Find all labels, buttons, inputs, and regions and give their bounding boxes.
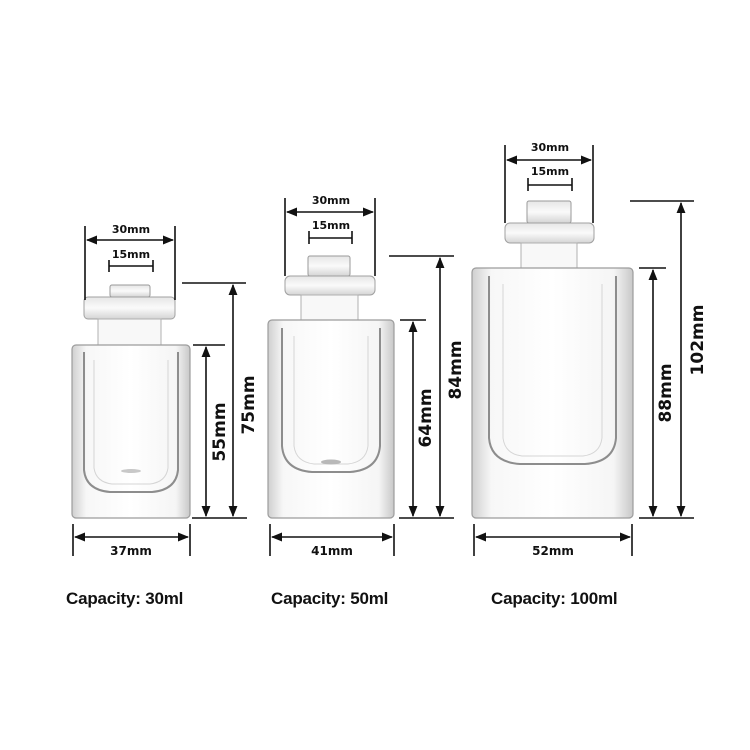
bottle-50ml-neck-diameter: 15mm [312,219,350,232]
bottle-30ml-total-height: 75mm [239,375,259,434]
bottle-100ml-cap-diameter: 30mm [531,141,569,154]
bottle-100ml-glass [471,200,634,519]
bottle-100ml-body-height: 88mm [656,363,676,422]
bottle-100ml-dimensions: 30mm 15mm 88mm 102mm 52mm [473,141,708,558]
bottle-50ml-dimensions: 30mm 15mm 64mm 84mm 41mm [269,194,466,558]
bottle-50ml: 30mm 15mm 64mm 84mm 41mm [267,194,466,558]
bottle-100ml: 30mm 15mm 88mm 102mm 52mm [471,141,708,558]
bottle-50ml-body-height: 64mm [416,388,436,447]
bottle-30ml-body-height: 55mm [210,402,230,461]
bottle-50ml-cap-diameter: 30mm [312,194,350,207]
capacity-label-30ml: Capacity: 30ml [66,589,184,608]
bottle-30ml-body-width: 37mm [110,544,152,558]
bottle-100ml-body-width: 52mm [532,544,574,558]
capacity-label-100ml: Capacity: 100ml [491,589,618,608]
bottle-100ml-neck-diameter: 15mm [531,165,569,178]
bottle-30ml-dimensions: 30mm 15mm 55mm 75mm 37mm [72,223,259,558]
bottle-30ml-neck-diameter: 15mm [112,248,150,261]
bottle-50ml-glass [267,255,395,519]
bottle-30ml-glass [71,284,191,519]
bottle-100ml-total-height: 102mm [688,305,708,376]
bottle-50ml-body-width: 41mm [311,544,353,558]
bottle-30ml-cap-diameter: 30mm [112,223,150,236]
bottle-30ml: 30mm 15mm 55mm 75mm 37mm [71,223,259,558]
capacity-label-50ml: Capacity: 50ml [271,589,389,608]
bottle-50ml-total-height: 84mm [446,340,466,399]
